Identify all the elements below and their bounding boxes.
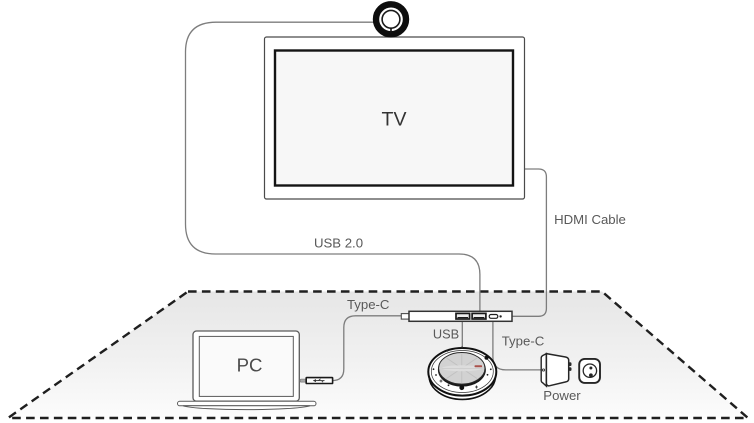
svg-text:PC: PC <box>237 355 263 376</box>
svg-text:USB: USB <box>433 327 459 342</box>
svg-text:Type-C: Type-C <box>502 334 545 349</box>
svg-text:HDMI Cable: HDMI Cable <box>554 212 626 227</box>
svg-text:Power: Power <box>543 388 581 403</box>
svg-text:TV: TV <box>382 109 407 131</box>
svg-text:Type-C: Type-C <box>347 297 390 312</box>
svg-text:USB 2.0: USB 2.0 <box>314 236 363 251</box>
